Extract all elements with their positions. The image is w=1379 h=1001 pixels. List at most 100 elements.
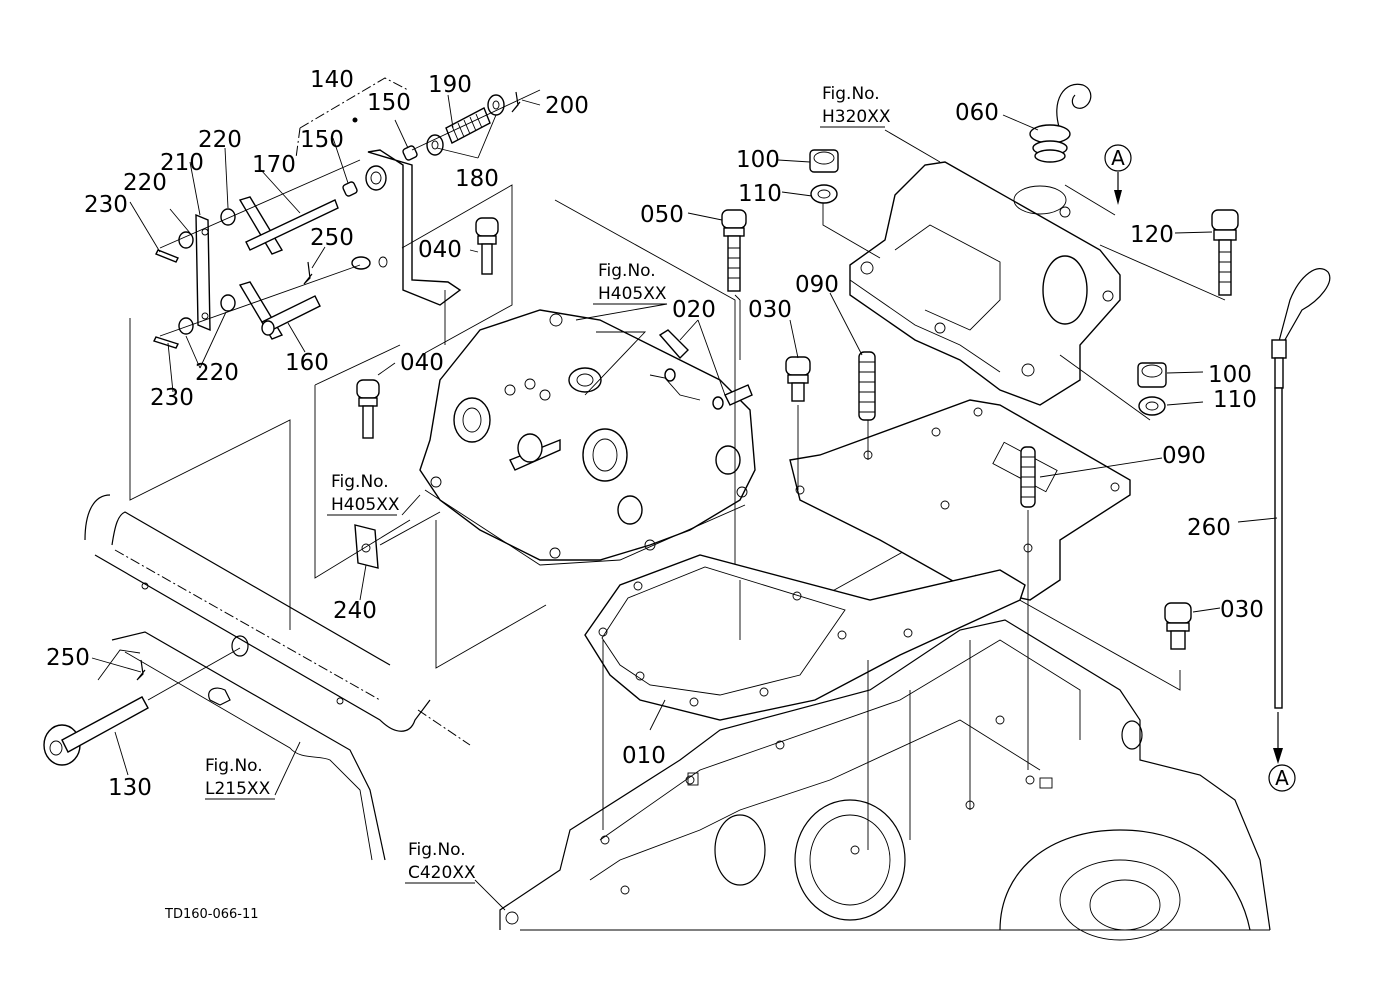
bracket-140 xyxy=(367,149,462,306)
elbow-020 xyxy=(724,384,753,406)
label-220-top: 220 xyxy=(198,127,242,153)
cotter-pin-230 xyxy=(153,336,179,349)
label-230-upper: 230 xyxy=(84,192,128,218)
stud-090-upper xyxy=(858,351,876,421)
figure-reference-h405xx-lower: Fig.No. H405XX xyxy=(327,472,400,516)
svg-text:L215XX: L215XX xyxy=(205,779,271,799)
bushing-150 xyxy=(402,145,418,161)
bushing-150 xyxy=(342,181,358,197)
figure-reference-h405xx-upper: Fig.No. H405XX xyxy=(575,261,668,321)
figure-reference-h320xx: Fig.No. H320XX xyxy=(820,84,891,128)
snap-pin-200 xyxy=(511,91,521,113)
label-040-upper: 040 xyxy=(418,237,462,263)
bolt-050 xyxy=(721,209,747,292)
label-240: 240 xyxy=(333,598,377,624)
label-250-upper: 250 xyxy=(310,225,354,251)
label-060: 060 xyxy=(955,100,999,126)
svg-text:H405XX: H405XX xyxy=(598,284,667,304)
connector-marker-bottom: A xyxy=(1268,764,1296,792)
lever-lower xyxy=(238,281,284,340)
bolt-040-upper xyxy=(475,217,499,275)
label-140: 140 xyxy=(310,67,354,93)
label-160: 160 xyxy=(285,350,329,376)
cover-plate xyxy=(789,399,1131,601)
bolt-030-upper xyxy=(785,356,811,402)
dipstick-260 xyxy=(1271,268,1331,764)
label-150-lower: 150 xyxy=(300,127,344,153)
washer-220 xyxy=(178,317,194,335)
washer-110-upper xyxy=(810,184,838,204)
label-040-lower: 040 xyxy=(400,350,444,376)
svg-text:Fig.No.: Fig.No. xyxy=(822,84,880,104)
oil-plug-060 xyxy=(1029,83,1092,163)
frame-l215xx xyxy=(84,494,471,861)
label-110-upper: 110 xyxy=(738,181,782,207)
group-140-outline xyxy=(299,77,409,129)
bolt-120 xyxy=(1211,209,1239,296)
svg-text:Fig.No.: Fig.No. xyxy=(205,756,263,776)
elbow-020 xyxy=(658,329,689,360)
label-150-upper: 150 xyxy=(367,90,411,116)
label-210: 210 xyxy=(160,150,204,176)
drawing-code: TD160-066-11 xyxy=(164,907,259,922)
nut-100-upper xyxy=(809,149,839,173)
bolt-040-lower xyxy=(356,379,380,439)
label-100-lower: 100 xyxy=(1208,362,1252,388)
svg-text:H405XX: H405XX xyxy=(331,495,400,515)
svg-text:Fig.No.: Fig.No. xyxy=(408,840,466,860)
svg-text:H320XX: H320XX xyxy=(822,107,891,127)
label-230-lower: 230 xyxy=(150,385,194,411)
label-200: 200 xyxy=(545,93,589,119)
label-020: 020 xyxy=(672,297,716,323)
washer-180 xyxy=(426,134,444,156)
label-050: 050 xyxy=(640,202,684,228)
svg-text:Fig.No.: Fig.No. xyxy=(331,472,389,492)
label-010: 010 xyxy=(622,743,666,769)
cotter-pin-230 xyxy=(155,249,179,263)
label-220-left: 220 xyxy=(123,170,167,196)
valve-body xyxy=(314,199,911,669)
spring-190 xyxy=(445,107,491,144)
pin-130 xyxy=(43,647,241,766)
bolt-030-lower xyxy=(1164,602,1192,650)
label-220-lower: 220 xyxy=(195,360,239,386)
plate-210 xyxy=(195,213,211,332)
washer-180 xyxy=(487,94,505,116)
part-number-labels: 140 150 190 200 150 180 220 210 170 220 … xyxy=(46,67,1264,801)
label-090-upper: 090 xyxy=(795,272,839,298)
svg-text:A: A xyxy=(1111,146,1125,170)
svg-text:C420XX: C420XX xyxy=(408,863,476,883)
washer-220 xyxy=(220,208,236,226)
leader-lines xyxy=(91,94,1278,911)
gasket-010 xyxy=(584,554,1026,721)
arrow-down-icon xyxy=(1114,190,1122,205)
svg-text:A: A xyxy=(1275,766,1289,790)
washer-220 xyxy=(220,294,236,312)
figure-reference-c420xx: Fig.No. C420XX xyxy=(405,840,476,884)
washer-110-lower xyxy=(1138,396,1166,416)
label-130: 130 xyxy=(108,775,152,801)
connector-marker-top: A xyxy=(1104,144,1132,205)
nut-100-lower xyxy=(1137,362,1167,388)
snap-pin-250-lower xyxy=(136,659,146,681)
snap-pin-250 xyxy=(303,261,313,285)
svg-text:Fig.No.: Fig.No. xyxy=(598,261,656,281)
label-250-lower: 250 xyxy=(46,645,90,671)
label-190: 190 xyxy=(428,72,472,98)
label-100-upper: 100 xyxy=(736,147,780,173)
transmission-case-c420xx xyxy=(499,619,1271,941)
label-170: 170 xyxy=(252,152,296,178)
figure-reference-l215xx: Fig.No. L215XX xyxy=(205,756,275,800)
label-110-lower: 110 xyxy=(1213,387,1257,413)
label-120: 120 xyxy=(1130,222,1174,248)
linkage-assembly xyxy=(129,77,541,630)
label-030-upper: 030 xyxy=(748,297,792,323)
housing-h320xx xyxy=(849,161,1121,406)
label-180: 180 xyxy=(455,166,499,192)
label-260: 260 xyxy=(1187,515,1231,541)
arrow-down-icon xyxy=(1273,748,1283,764)
label-090-lower: 090 xyxy=(1162,443,1206,469)
shaft-170 xyxy=(245,199,339,251)
label-030-lower: 030 xyxy=(1220,597,1264,623)
